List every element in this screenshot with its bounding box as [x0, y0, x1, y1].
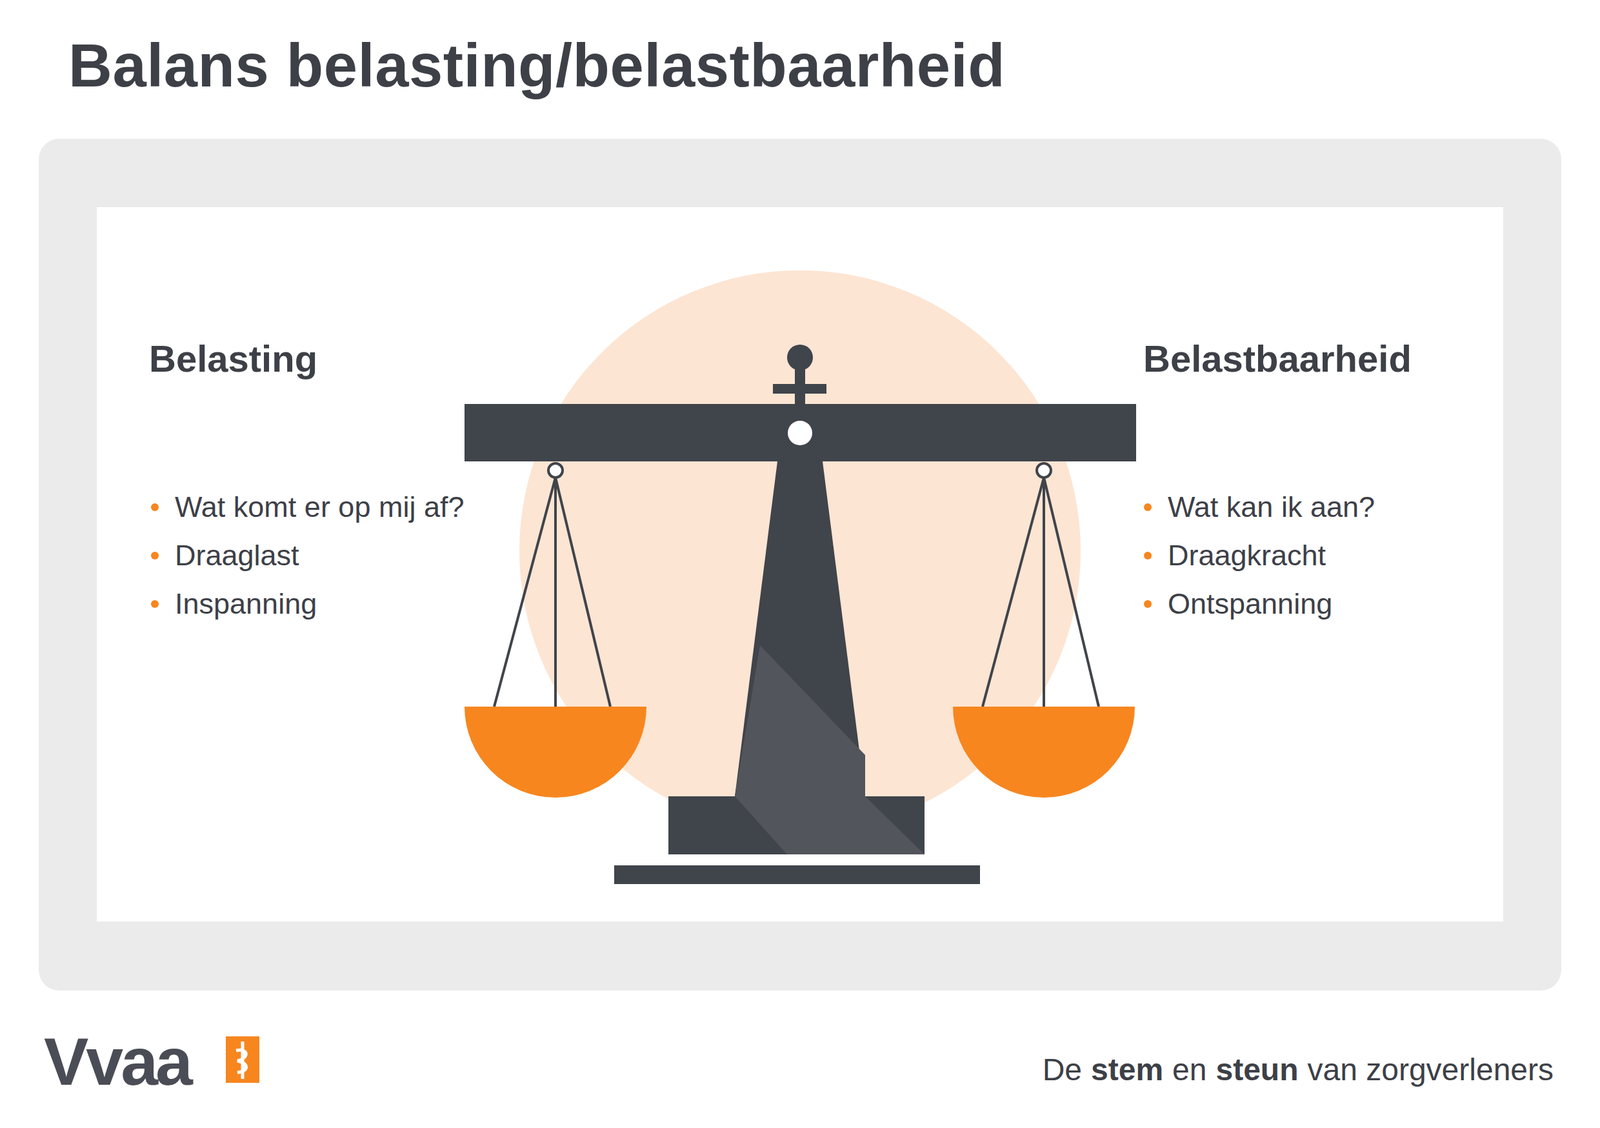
base-bar: [614, 865, 980, 884]
bullet-item: Wat kan ik aan?: [1167, 490, 1375, 524]
tagline-word: van zorgverleners: [1307, 1051, 1554, 1088]
bullet-dot: [150, 503, 159, 511]
column-heading: Belasting: [149, 336, 318, 380]
crossbar: [772, 383, 827, 394]
grey-panel: [38, 138, 1562, 991]
tagline-word: De: [1042, 1051, 1082, 1088]
logo-text: Vvaa: [43, 1023, 191, 1100]
bullet-item: Draaglast: [174, 538, 300, 573]
pillar: [734, 461, 866, 797]
base-shade: [734, 796, 925, 855]
tagline: Destemensteunvan zorgverleners: [1042, 1051, 1554, 1088]
bullet-item: Wat komt er op mij af?: [174, 490, 464, 524]
knob: [787, 344, 813, 371]
base: [668, 796, 925, 855]
logo-staff: [236, 1041, 247, 1079]
left-pan: [464, 706, 647, 798]
beam: [464, 403, 1137, 462]
bullet-dot: [1143, 503, 1152, 511]
page-title: Balans belasting/belastbaarheid: [68, 30, 1006, 101]
pillar-shade: [734, 645, 866, 797]
bullet-dot: [150, 600, 159, 608]
white-panel: [96, 207, 1504, 922]
tagline-word: en: [1172, 1051, 1207, 1088]
logo-mark: [225, 1036, 260, 1083]
pivot: [787, 420, 813, 446]
bullet-dot: [1143, 551, 1152, 560]
column-heading: Belastbaarheid: [1143, 336, 1412, 380]
bullet-dot: [1143, 600, 1152, 608]
tagline-word: stem: [1090, 1051, 1164, 1088]
tagline-word: steun: [1215, 1051, 1299, 1088]
right-pan: [952, 706, 1135, 798]
bullet-item: Inspanning: [174, 587, 317, 621]
bullet-item: Draagkracht: [1167, 538, 1326, 573]
bullet-item: Ontspanning: [1167, 587, 1333, 621]
bullet-dot: [150, 551, 159, 560]
